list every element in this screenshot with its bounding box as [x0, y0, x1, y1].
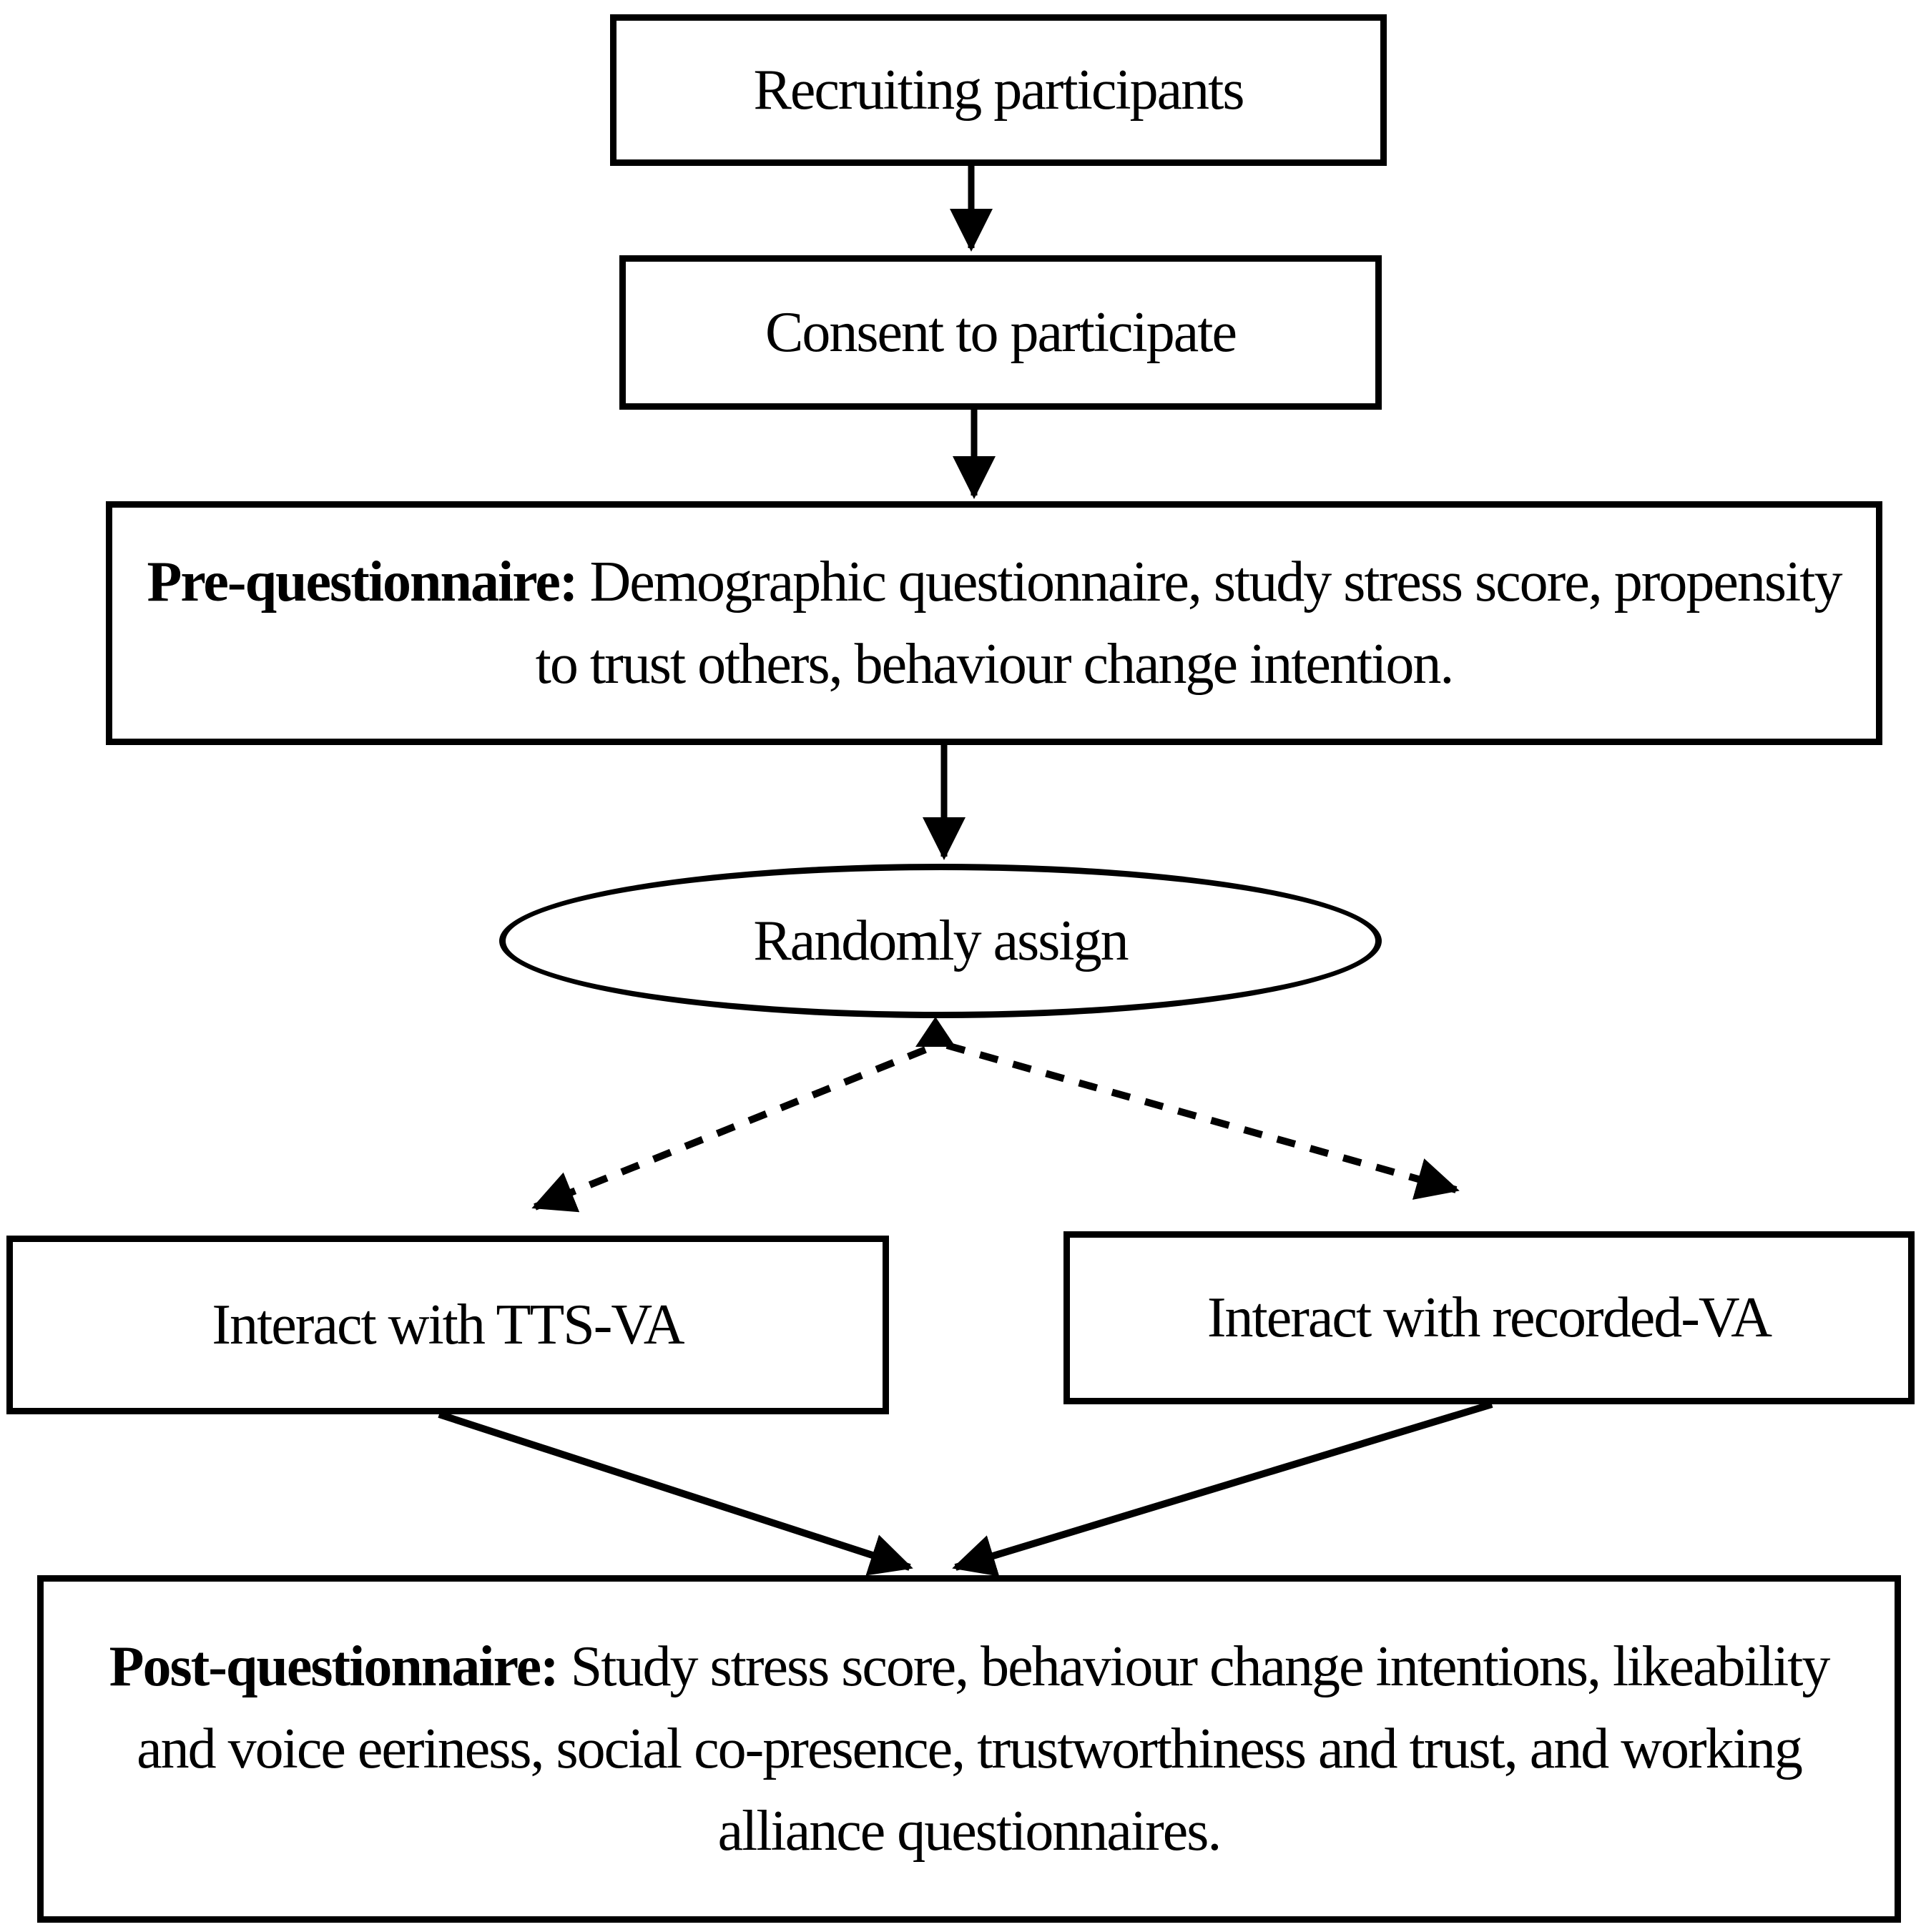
node-interact-with-tts-va-label: Interact with TTS-VA [212, 1293, 684, 1356]
post-questionnaire-text: Study stress score, behaviour change int… [137, 1635, 1830, 1863]
dashed-arrow-random-to-tts [531, 1046, 927, 1213]
arrow-tts-to-post [438, 1411, 913, 1576]
node-consent-to-participate: Consent to participate [619, 255, 1382, 410]
node-consent-to-participate-label: Consent to participate [765, 301, 1237, 364]
pre-questionnaire-text: Demographic questionnaire, study stress … [535, 550, 1843, 696]
node-randomly-assign: Randomly assign [499, 864, 1382, 1018]
node-recruiting-participants-label: Recruiting participants [753, 59, 1245, 122]
node-randomly-assign-label: Randomly assign [753, 910, 1129, 972]
node-interact-with-recorded-va: Interact with recorded-VA [1063, 1231, 1915, 1404]
junction-arrowhead-up [915, 1017, 955, 1047]
node-post-questionnaire: Post-questionnaire: Study stress score, … [37, 1575, 1901, 1923]
node-interact-with-tts-va: Interact with TTS-VA [6, 1236, 889, 1414]
node-post-questionnaire-label: Post-questionnaire: Study stress score, … [44, 1626, 1895, 1873]
node-pre-questionnaire: Pre-questionnaire: Demographic questionn… [106, 501, 1882, 745]
pre-questionnaire-bold-prefix: Pre-questionnaire: [147, 550, 578, 613]
node-pre-questionnaire-label: Pre-questionnaire: Demographic questionn… [112, 541, 1876, 706]
dashed-arrow-random-to-recorded [945, 1042, 1460, 1200]
node-interact-with-recorded-va-label: Interact with recorded-VA [1207, 1286, 1772, 1349]
node-recruiting-participants: Recruiting participants [610, 14, 1387, 166]
arrow-recorded-to-post [952, 1401, 1493, 1577]
post-questionnaire-bold-prefix: Post-questionnaire: [109, 1635, 559, 1698]
